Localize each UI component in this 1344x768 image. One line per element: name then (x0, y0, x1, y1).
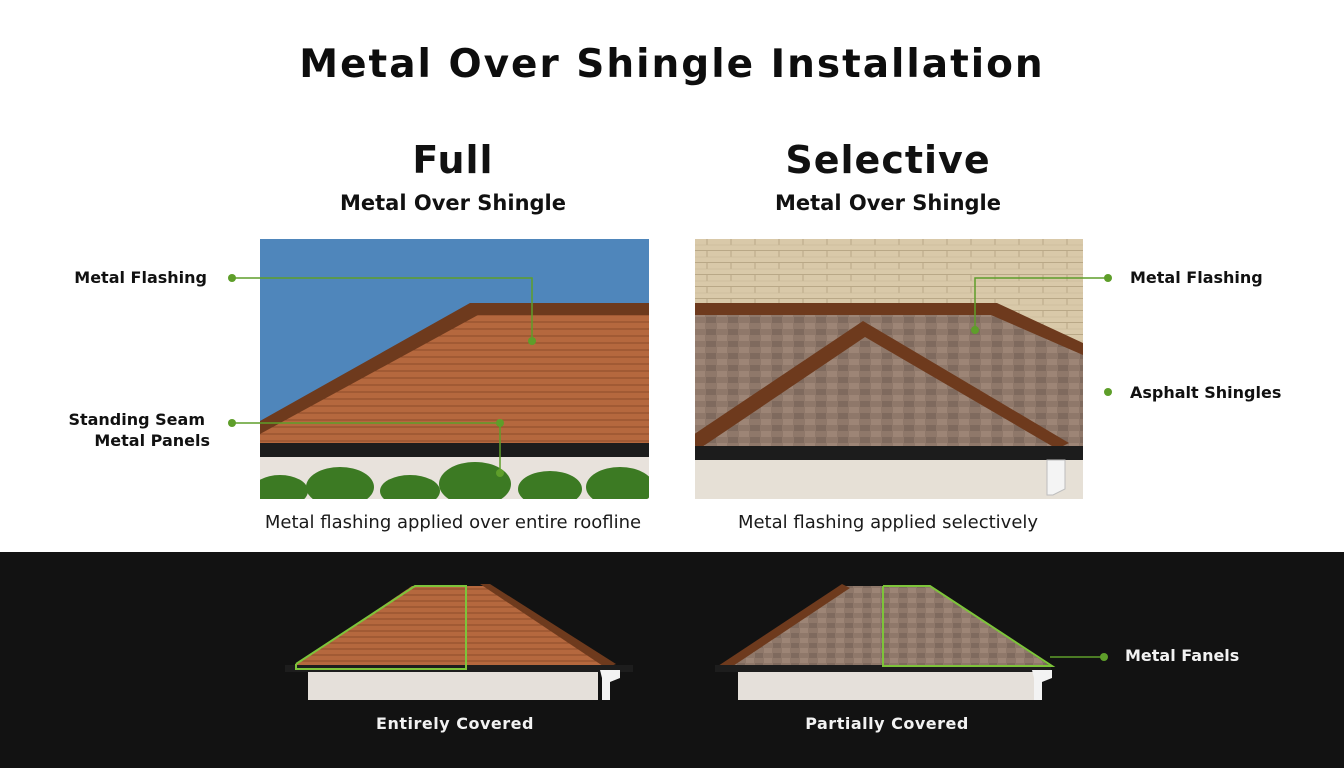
coverage-outline (295, 585, 467, 670)
gable-ridge-cap (695, 321, 1069, 449)
bottom-band (0, 552, 1344, 768)
bottom-callout-line (1050, 653, 1108, 661)
wall (695, 460, 1083, 499)
downspout (1046, 459, 1066, 496)
full-caption: Metal flashing applied over entire roofl… (264, 512, 642, 533)
partially-covered-caption: Partially Covered (805, 714, 969, 733)
gable-shingles (695, 329, 1065, 444)
coverage-outline (882, 585, 1056, 667)
selective-metal-flashing-leader (974, 277, 1108, 330)
standing-seam-label-line1: Standing Seam (68, 410, 205, 429)
ridge-cap-top (695, 303, 1083, 355)
asphalt-shingles-label: Asphalt Shingles (1130, 383, 1282, 402)
selective-panel-title: Selective (785, 138, 991, 182)
selective-panel-subtitle: Metal Over Shingle (774, 191, 1001, 215)
metal-roof-surface (260, 309, 649, 444)
page-title: Metal Over Shingle Installation (299, 42, 1045, 87)
bushes (260, 462, 649, 499)
entirely-covered-roof (285, 584, 633, 700)
partially-covered-roof (715, 584, 1056, 700)
full-metal-flashing-label: Metal Flashing (74, 268, 207, 287)
full-panel-title: Full (412, 138, 494, 182)
entirely-covered-caption: Entirely Covered (376, 714, 534, 733)
callout-lines (228, 274, 1112, 477)
gutter (695, 446, 1083, 460)
standing-seam-label-line2: Metal Panels (94, 431, 210, 450)
full-panel-subtitle: Metal Over Shingle (339, 191, 566, 215)
full-metal-flashing-leader (232, 277, 533, 341)
full-standing-seam-leader (232, 422, 501, 473)
selective-roof-illustration (695, 239, 1083, 499)
metal-panels-label: Metal Fanels (1125, 646, 1240, 665)
selective-metal-flashing-label: Metal Flashing (1130, 268, 1263, 287)
gutter (260, 443, 649, 457)
full-roof-illustration (260, 239, 649, 499)
selective-caption: Metal flashing applied selectively (737, 512, 1039, 533)
